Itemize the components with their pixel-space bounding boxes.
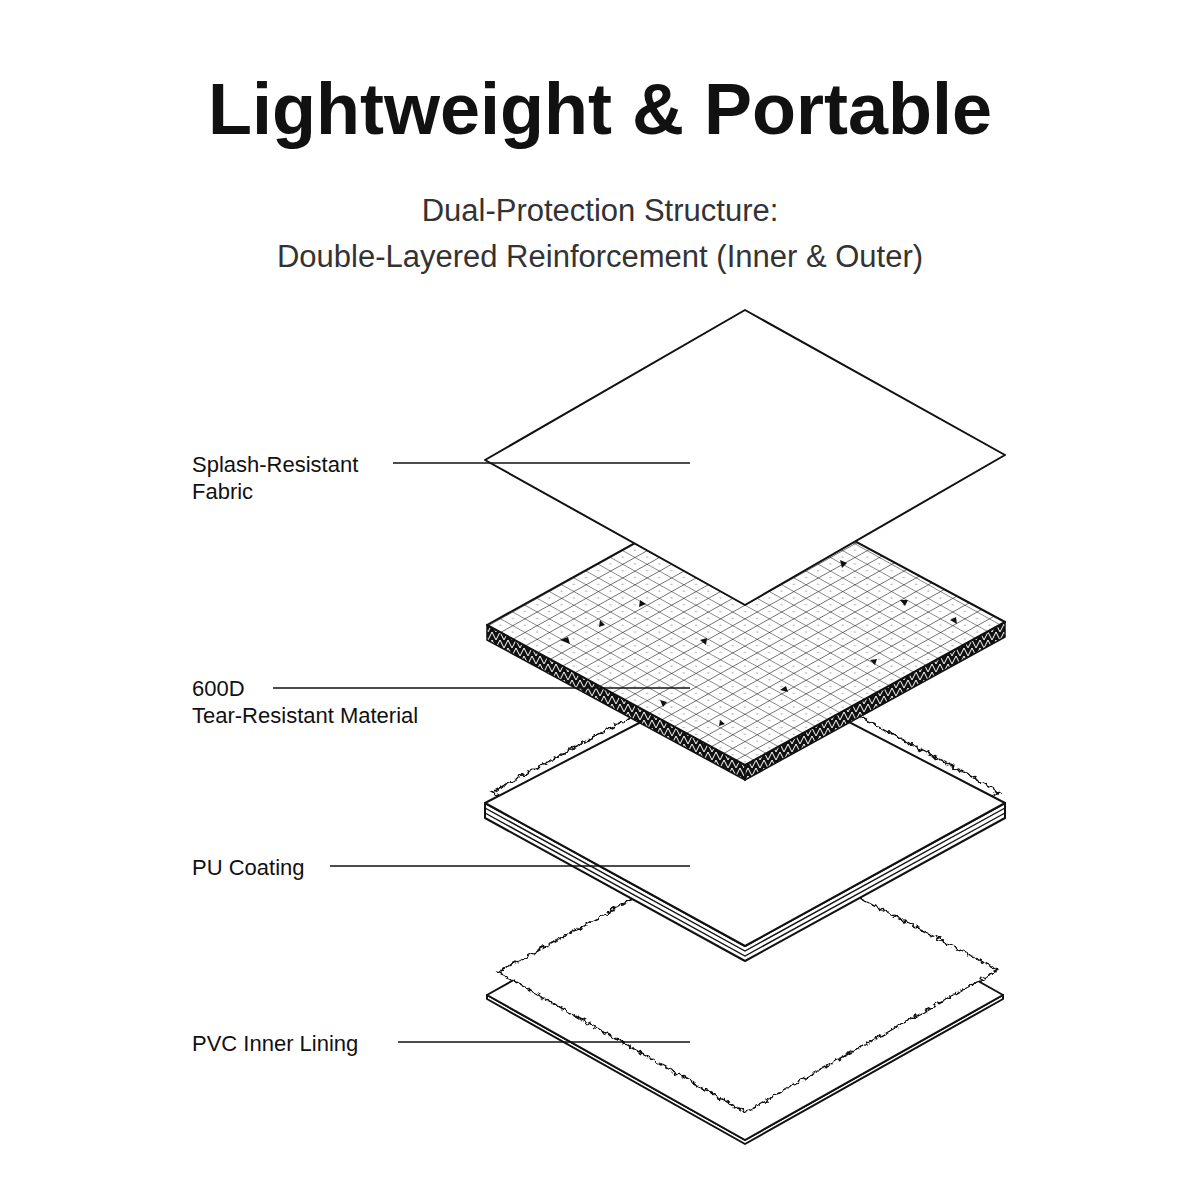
title: Lightweight & Portable (0, 66, 1200, 152)
text-line: 600D (192, 675, 522, 702)
text-line: Dual-Protection Structure: (100, 188, 1100, 234)
leader-line (398, 1041, 690, 1042)
part-label: Splash-Resistant Fabric (192, 451, 392, 505)
leader-line (330, 865, 690, 866)
text-line: Tear-Resistant Material (192, 702, 522, 729)
part-label: PU Coating (192, 854, 392, 881)
part-label: 600D Tear-Resistant Material (192, 675, 522, 729)
text-line: Double-Layered Reinforcement (Inner & Ou… (100, 234, 1100, 280)
leader-line (273, 687, 690, 688)
leader-lines (273, 463, 690, 1042)
fabric-layer (485, 310, 1005, 605)
text-line: Fabric (192, 478, 392, 505)
text-line: Splash-Resistant (192, 451, 392, 478)
leader-line (393, 462, 690, 463)
subtitle: Dual-Protection Structure: Double-Layere… (100, 188, 1100, 280)
part-label: PVC Inner Lining (192, 1030, 412, 1057)
